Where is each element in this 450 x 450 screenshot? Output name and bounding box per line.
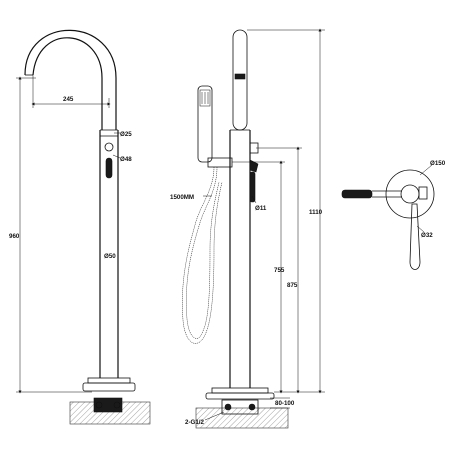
cover-plate [385,169,435,219]
shower-hose-inner [186,166,220,339]
column-diameter-label: Ø50 [104,253,116,260]
mixer-top [418,186,428,200]
column-marker [234,73,246,80]
lever-leader [251,195,257,204]
spout-diameter-label: Ø25 [120,131,132,138]
hand-grip [341,189,373,199]
shower-holder [207,157,233,168]
inlet-connector-mid [221,399,259,415]
outlet-height-label: 875 [287,282,298,289]
lever-plan [409,203,421,270]
hand-shower-head [199,89,211,107]
base-cover [82,382,136,392]
shower-hose [182,166,223,344]
inlet-connector-left [93,397,123,413]
inlet-valve-left-b [113,401,121,409]
spout-inner [24,29,117,130]
inlet-leader [204,411,225,421]
plate-leader [419,164,433,176]
handle-lever [105,157,113,179]
inlet-valve-mid-b [248,403,256,411]
right-view: Ø150 Ø32 [341,160,446,270]
mixer-body [249,159,259,173]
body-leader [416,225,425,233]
height-label: 960 [9,233,20,240]
body-diameter-label: Ø32 [421,232,433,239]
column-top-tube [232,29,248,131]
holder-height-label: 755 [274,267,285,274]
middle-view: 1500MM Ø11 1110 755 875 80-100 2-G1/2 [170,28,325,429]
left-view: 245 960 Ø25 Ø48 Ø50 [9,29,151,425]
overall-height-label: 1110 [309,209,323,216]
body-circle [400,184,420,204]
floor-clearance-label: 80-100 [275,400,295,407]
plate-diameter-label: Ø150 [430,160,446,167]
mid-base-cover [205,392,275,400]
base-plate [87,377,131,384]
inlet-thread-label: 2-G1/2 [185,419,204,426]
handle-knob [104,142,114,152]
handle-diameter-label: Ø48 [120,156,132,163]
leader-handle-diam [112,154,121,159]
inlet-valve-mid-a [224,403,232,411]
lever-handle [249,171,256,203]
floor-hatch-mid [195,407,289,429]
hose-length-label: 1500MM [170,194,194,201]
hand-shower [197,85,213,163]
reach-label: 245 [63,96,74,103]
spout-outer [32,37,103,130]
lever-diameter-label: Ø11 [255,205,267,212]
mid-base-plate [211,387,269,394]
inlet-valve-left-a [95,401,103,409]
